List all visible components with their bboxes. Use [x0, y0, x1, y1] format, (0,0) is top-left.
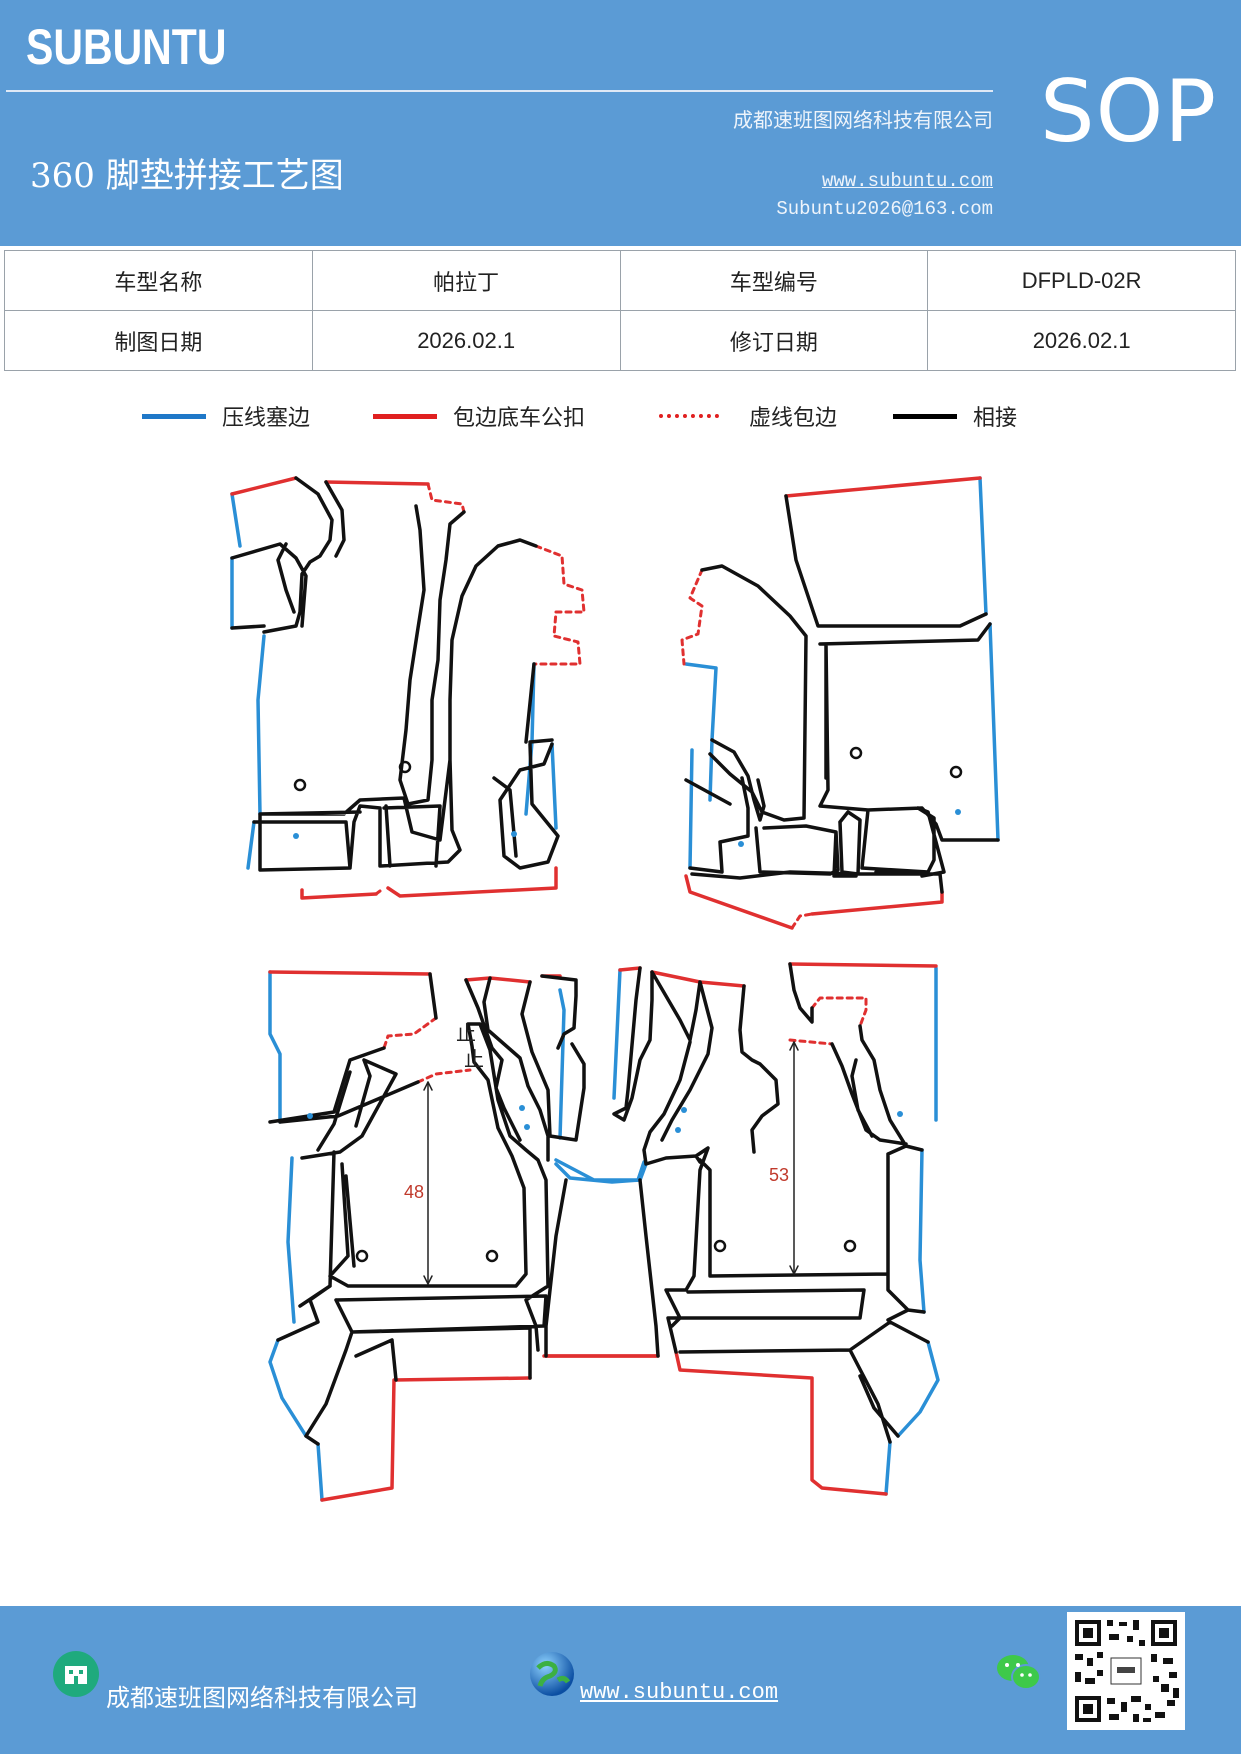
red-dotted-edge [382, 1016, 472, 1084]
blue-dot-marker [511, 831, 517, 837]
red-dotted-edge [374, 482, 586, 896]
legend-item-join: 相接 [893, 400, 1017, 432]
draw-date-value: 2026.02.1 [311, 310, 621, 371]
rear-left-mat [268, 970, 658, 1502]
arrow-head [423, 1081, 433, 1285]
legend-item-dotted: 虚线包边 [659, 400, 837, 432]
hole-marker [398, 760, 412, 774]
legend-swatch-red-dotted [659, 414, 719, 418]
hole-marker [293, 778, 307, 792]
blue-dot-marker [293, 833, 299, 839]
floor-mat-diagram: 止 止 48 53 [230, 476, 1000, 1502]
blue-edge [684, 476, 1000, 870]
model-code-value: DFPLD-02R [927, 250, 1236, 311]
email-address: Subuntu2026@163.com [776, 198, 993, 220]
building-icon [53, 1651, 99, 1697]
blue-dot-marker [681, 1107, 687, 1113]
legend-swatch-red [373, 413, 437, 419]
header-banner: SUBUNTU 成都速班图网络科技有限公司 360 脚垫拼接工艺图 www.su… [0, 0, 1241, 246]
arrow-head [789, 1041, 799, 1275]
legend-label: 相接 [973, 406, 1018, 431]
stop-mark: 止 [456, 1021, 476, 1045]
brand-logo: SUBUNTU [26, 19, 227, 75]
footer-banner: 成都速班图网络科技有限公司 www.subuntu.com [0, 1606, 1241, 1754]
hole-marker [485, 1249, 499, 1263]
blue-edge [554, 1162, 648, 1184]
black-edge [268, 972, 586, 1446]
company-name: 成都速班图网络科技有限公司 [733, 108, 993, 132]
red-dotted-edge [680, 568, 814, 930]
hole-marker [949, 765, 963, 779]
table-row: 车型名称 帕拉丁 车型编号 DFPLD-02R [4, 250, 1236, 311]
wechat-icon[interactable] [996, 1652, 1042, 1692]
sop-label: SOP [1040, 62, 1218, 162]
red-edge [230, 476, 558, 900]
blue-dot-marker [955, 809, 961, 815]
legend-label: 包边底车公扣 [453, 406, 586, 431]
model-code-label: 车型编号 [619, 250, 929, 311]
model-name-label: 车型名称 [4, 250, 313, 311]
rear-center-mat [544, 1162, 660, 1358]
draw-date-label: 制图日期 [4, 310, 313, 371]
legend-swatch-black [893, 413, 957, 419]
front-left-mat [230, 476, 586, 900]
vehicle-info-table: 车型名称 帕拉丁 车型编号 DFPLD-02R 制图日期 2026.02.1 修… [4, 250, 1236, 371]
revision-date-value: 2026.02.1 [927, 310, 1236, 371]
blue-dot-marker [519, 1105, 525, 1111]
legend-swatch-blue [142, 413, 206, 419]
website-link[interactable]: www.subuntu.com [821, 170, 993, 192]
hole-marker [843, 1239, 857, 1253]
blue-dot-marker [897, 1111, 903, 1117]
rear-right-mat [612, 962, 940, 1496]
qr-code [1067, 1612, 1185, 1730]
model-name-value: 帕拉丁 [311, 250, 621, 311]
revision-date-label: 修订日期 [619, 310, 929, 371]
red-edge [684, 476, 982, 930]
dimension-label-left: 48 [404, 1182, 424, 1202]
black-edge [544, 1178, 660, 1358]
red-dotted-edge [788, 996, 868, 1046]
hole-marker [849, 746, 863, 760]
blue-edge [268, 970, 646, 1502]
blue-dot-marker [524, 1124, 530, 1130]
hole-marker [713, 1239, 727, 1253]
blue-dot-marker [738, 841, 744, 847]
page-title: 360 脚垫拼接工艺图 [30, 156, 344, 196]
blue-dot-marker [675, 1127, 681, 1133]
dimension-label-right: 53 [769, 1165, 789, 1185]
black-edge [612, 962, 930, 1444]
legend-label: 虚线包边 [749, 406, 838, 431]
black-edge [684, 494, 1000, 894]
black-edge [230, 476, 560, 872]
table-row: 制图日期 2026.02.1 修订日期 2026.02.1 [4, 310, 1236, 371]
blue-edge [230, 492, 558, 870]
red-edge [268, 970, 658, 1502]
footer-company-name: 成都速班图网络科技有限公司 [106, 1684, 418, 1712]
footer-website-link[interactable]: www.subuntu.com [580, 1680, 779, 1705]
legend-label: 压线塞边 [222, 406, 311, 431]
blue-dot-marker [307, 1113, 313, 1119]
stop-mark: 止 [464, 1047, 484, 1071]
legend-item-press: 压线塞边 [142, 400, 310, 432]
globe-icon [530, 1652, 574, 1696]
header-divider [6, 90, 993, 92]
hole-marker [355, 1249, 369, 1263]
blue-edge [612, 966, 940, 1496]
legend-item-wrap: 包边底车公扣 [373, 400, 585, 432]
front-right-mat [680, 476, 1000, 930]
